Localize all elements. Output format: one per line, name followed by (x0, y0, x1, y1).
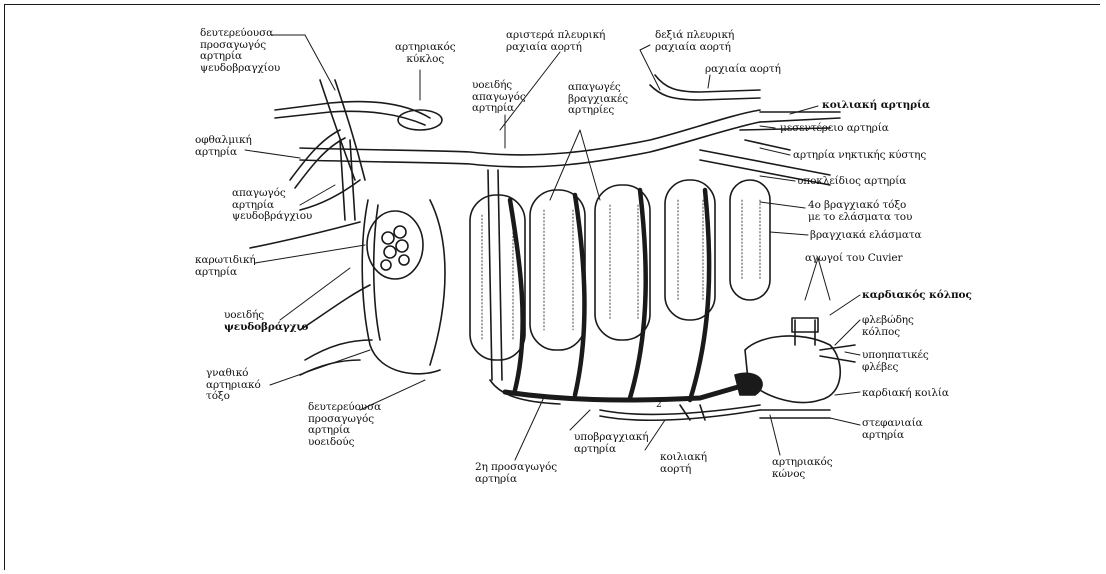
label-cuvier-ducts: αγωγοί του Cuvier (805, 253, 902, 265)
label-number-2: 2 (656, 400, 662, 412)
label-coronary-artery: στεφανιαία αρτηρία (862, 418, 923, 441)
label-afferent-hyoid-artery: δευτερεύουσα προσαγωγός αρτηρία υοειδούς (308, 402, 381, 448)
label-mesenteric-artery: μεσεντέρειο αρτηρία (780, 123, 889, 135)
label-efferent-pseudobranch-2: απαγωγός αρτηρία ψευδοβράγχιου (232, 188, 312, 223)
label-hepatic-veins: υποηπατικές φλέβες (862, 350, 929, 373)
pseudobranch (362, 200, 445, 374)
ventral-aorta-heart (490, 318, 855, 420)
label-venous-sinus: φλεβώδης κόλπος (862, 315, 914, 338)
label-coeliac-artery: κοιλιακή αρτηρία (822, 100, 930, 112)
label-right-dorsal-aorta: δεξιά πλευρική ραχιαία αορτή (655, 30, 734, 53)
label-subclavian-artery: υποκλείδιος αρτηρία (797, 176, 906, 188)
label-dorsal-aorta: ραχιαία αορτή (705, 64, 781, 76)
label-efferent-branchial-arteries: απαγωγές βραγχιακές αρτηρίες (568, 82, 628, 117)
label-hyoid-pseudobranch: υοειδής ψευδοβράγχιο (224, 310, 308, 333)
label-fourth-gill-arch: 4ο βραγχιακό τόξο με το ελάσματα του (808, 200, 912, 223)
label-swim-bladder-artery: αρτηρία νηκτικής κύστης (793, 150, 926, 162)
label-second-afferent-artery: 2η προσαγωγός αρτηρία (475, 462, 557, 485)
label-ventricle: καρδιακή κοιλία (862, 388, 949, 400)
label-efferent-hyoid-artery: υοειδής απαγωγός αρτηρία (472, 80, 526, 115)
label-ophthalmic-artery: οφθαλμική αρτηρία (195, 135, 252, 158)
label-left-dorsal-aorta: αριστερά πλευρική ραχιαία αορτή (506, 30, 605, 53)
label-efferent-pseudobranch-artery: δευτερεύουσα προσαγωγός αρτηρία ψευδοβρα… (200, 28, 280, 74)
label-sinus-venosus: καρδιακός κόλπος (862, 290, 972, 302)
label-gill-lamellae: βραγχιακά ελάσματα (810, 230, 922, 242)
label-hypobranchial-artery: υποβραγχιακή αρτηρία (574, 432, 648, 455)
label-ventral-aorta: κοιλιακή αορτή (660, 452, 707, 475)
label-arterial-circle: αρτηριακός κύκλος (395, 42, 456, 65)
label-conus-arteriosus: αρτηριακός κώνος (772, 457, 833, 480)
label-carotid-artery: καρωτιδική αρτηρία (195, 255, 256, 278)
gill-arches (470, 170, 770, 400)
label-mandibular-arch: γναθικό αρτηριακό τόξο (206, 368, 261, 403)
